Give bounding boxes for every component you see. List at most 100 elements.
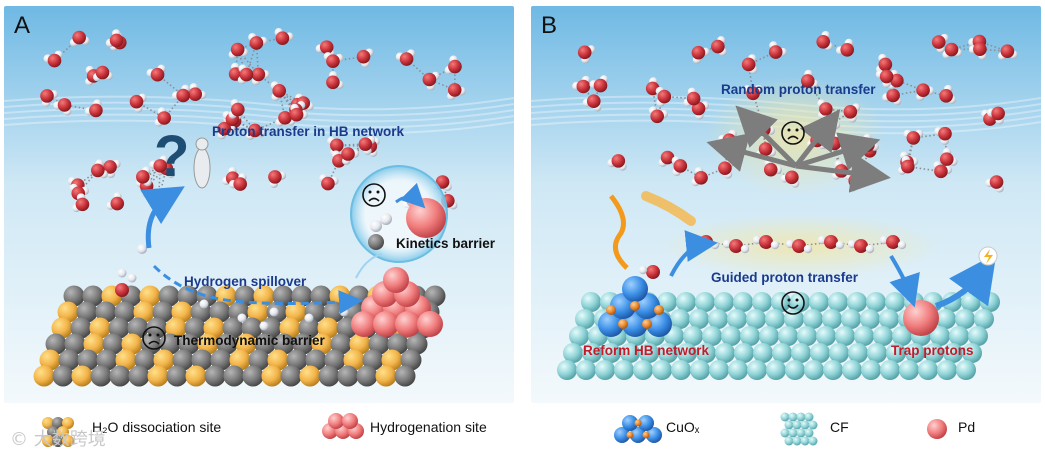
oxygen-atom <box>991 106 1005 121</box>
legend-icons <box>42 412 947 447</box>
support-atom <box>134 349 156 371</box>
support-atom <box>803 309 823 329</box>
support-atom <box>847 292 867 312</box>
support-atom <box>210 349 232 371</box>
support-atom <box>702 326 722 346</box>
support-atom <box>822 309 842 329</box>
cu-atom <box>622 276 648 302</box>
oxygen-atom <box>1000 44 1015 59</box>
support-atom <box>184 317 206 339</box>
oxygen-atom <box>321 176 335 191</box>
cuox-oxygen-atom <box>630 301 640 311</box>
oxygen-atom <box>586 94 601 108</box>
oxygen-atom <box>249 36 264 50</box>
support-atom <box>82 285 104 307</box>
support-atom <box>753 343 773 363</box>
oxygen-atom <box>330 138 344 153</box>
oxygen-atom <box>741 57 756 72</box>
support-atom <box>324 349 346 371</box>
oxygen-atom <box>319 40 334 54</box>
legend: H₂O dissociation site Hydrogenation site… <box>0 405 1045 455</box>
support-atom <box>171 301 193 323</box>
support-atom <box>670 309 690 329</box>
guided-arrow-right <box>889 254 920 308</box>
oxygen-atom <box>289 107 304 122</box>
sad-face-icon <box>781 121 805 145</box>
hydrogen-atom <box>370 220 382 232</box>
oxygen-atom <box>686 91 701 106</box>
oxygen-atom <box>422 72 437 87</box>
support-atom <box>57 301 79 323</box>
support-atom <box>557 360 577 380</box>
oxygen-atom <box>878 57 893 72</box>
oxygen-atom <box>879 69 894 84</box>
support-atom <box>575 309 595 329</box>
support-atom <box>841 309 861 329</box>
support-atom <box>765 309 785 329</box>
support-atom <box>905 343 925 363</box>
legend-hydrogenation-icon <box>342 413 358 429</box>
support-atom <box>861 360 881 380</box>
oxygen-atom <box>792 239 806 253</box>
support-atom <box>343 349 365 371</box>
cuox-oxygen-atom <box>642 319 652 329</box>
support-atom <box>209 301 231 323</box>
legend-h2o-site-icon <box>62 435 74 447</box>
oxygen-atom <box>447 83 462 97</box>
support-atom <box>810 343 830 363</box>
oxygen-atom <box>819 102 833 116</box>
support-atom <box>633 360 653 380</box>
cuox-oxygen-atom <box>618 319 628 329</box>
support-atom <box>39 349 61 371</box>
support-atom <box>158 285 180 307</box>
random-arrow <box>795 132 881 171</box>
support-atom <box>254 333 276 355</box>
support-atom <box>197 333 219 355</box>
support-atom <box>279 317 301 339</box>
oxygen-atom <box>75 197 90 212</box>
support-atom <box>261 365 283 387</box>
legend-pd: Pd <box>958 419 976 435</box>
trap-arrow <box>935 253 997 309</box>
support-atom <box>272 285 294 307</box>
oxygen-atom <box>931 35 946 49</box>
oxygen-atom <box>95 65 110 80</box>
light-wave-icon <box>609 194 629 270</box>
support-atom <box>860 309 880 329</box>
oxygen-atom <box>939 88 953 103</box>
oxygen-atom <box>840 42 855 57</box>
support-atom <box>778 326 798 346</box>
legend-hydrogenation-icon <box>328 413 344 429</box>
water-wave <box>4 95 514 111</box>
reform-hb-network-label: Reform HB network <box>583 343 710 358</box>
oxygen-atom <box>843 105 858 119</box>
support-atom <box>620 343 640 363</box>
oxygen-atom <box>103 160 117 174</box>
legend-pd-icon <box>927 419 947 439</box>
support-atom <box>708 309 728 329</box>
support-atom <box>280 365 302 387</box>
oxygen-atom <box>934 164 948 179</box>
oxygen-atom <box>435 175 450 189</box>
panel-a-illustration: ? <box>4 6 514 403</box>
oxygen-atom <box>90 163 105 178</box>
legend-cuox-icon <box>630 427 646 443</box>
water-wave <box>4 101 514 117</box>
oxygen-atom <box>576 79 591 94</box>
kinetics-arrow <box>395 182 426 209</box>
support-atom <box>45 333 67 355</box>
support-atom <box>241 317 263 339</box>
support-atom <box>89 317 111 339</box>
support-atom <box>955 309 975 329</box>
support-atom <box>152 301 174 323</box>
legend-cf-icon <box>804 428 814 438</box>
oxygen-atom <box>153 159 168 173</box>
support-atom <box>879 309 899 329</box>
oxygen-atom <box>694 170 708 185</box>
support-atom <box>980 292 1000 312</box>
hydrogen-atom <box>137 244 147 254</box>
support-atom <box>349 333 371 355</box>
oxygen-atom <box>115 283 129 297</box>
pd-atom <box>383 267 409 293</box>
legend-cf-icon <box>796 428 806 438</box>
